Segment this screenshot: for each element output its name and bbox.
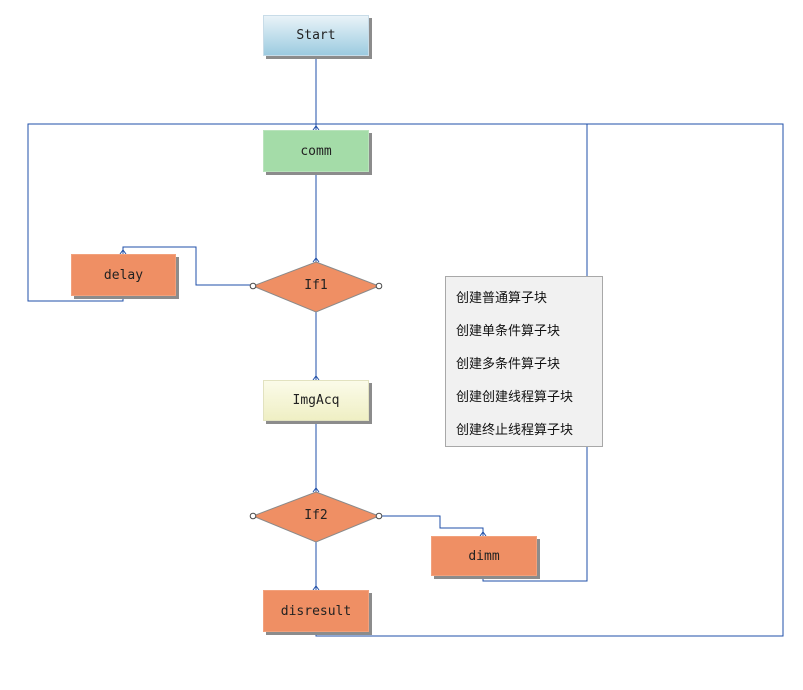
arrow-comm [312,125,320,131]
if2-diamond[interactable] [251,491,381,543]
imgacq-label: ImgAcq [292,393,340,408]
if1-diamond[interactable] [251,261,381,313]
menu-item-terminate-thread-block[interactable]: 创建终止线程算子块 [456,422,574,438]
start-label: Start [296,28,336,43]
delay-node[interactable]: delay [71,254,176,296]
if2-port-left[interactable] [249,512,257,520]
if2-label: If2 [304,507,328,523]
dimm-label: dimm [468,548,500,564]
menu-item-create-thread-block[interactable]: 创建创建线程算子块 [456,389,574,405]
comm-node[interactable]: comm [263,130,369,172]
arrow-imgacq [312,375,320,381]
if1-port-left[interactable] [249,282,257,290]
imgacq-node[interactable]: ImgAcq [263,380,369,421]
menu-item-create-normal-block[interactable]: 创建普通算子块 [456,290,548,306]
arrow-if1 [312,257,320,263]
menu-item-create-single-condition-block[interactable]: 创建单条件算子块 [456,323,561,339]
context-menu: 创建普通算子块 创建单条件算子块 创建多条件算子块 创建创建线程算子块 创建终止… [445,276,603,447]
if1-port-right[interactable] [375,282,383,290]
arrow-dimm [479,531,487,537]
delay-label: delay [103,267,144,283]
disresult-label: disresult [280,603,352,619]
disresult-node[interactable]: disresult [263,590,369,632]
start-node[interactable]: Start [263,15,369,56]
connector-delay-loop [27,123,316,302]
connector-disresult-loop [315,123,784,637]
connector-if2-dimm [379,515,484,536]
menu-item-create-multi-condition-block[interactable]: 创建多条件算子块 [456,356,561,372]
dimm-node[interactable]: dimm [431,536,537,576]
arrow-disresult [312,585,320,591]
arrow-delay [119,249,127,255]
comm-label: comm [300,143,332,159]
if2-port-right[interactable] [375,512,383,520]
connector-dimm-loop [316,123,588,582]
arrow-if2 [312,487,320,493]
if1-label: If1 [304,277,328,293]
